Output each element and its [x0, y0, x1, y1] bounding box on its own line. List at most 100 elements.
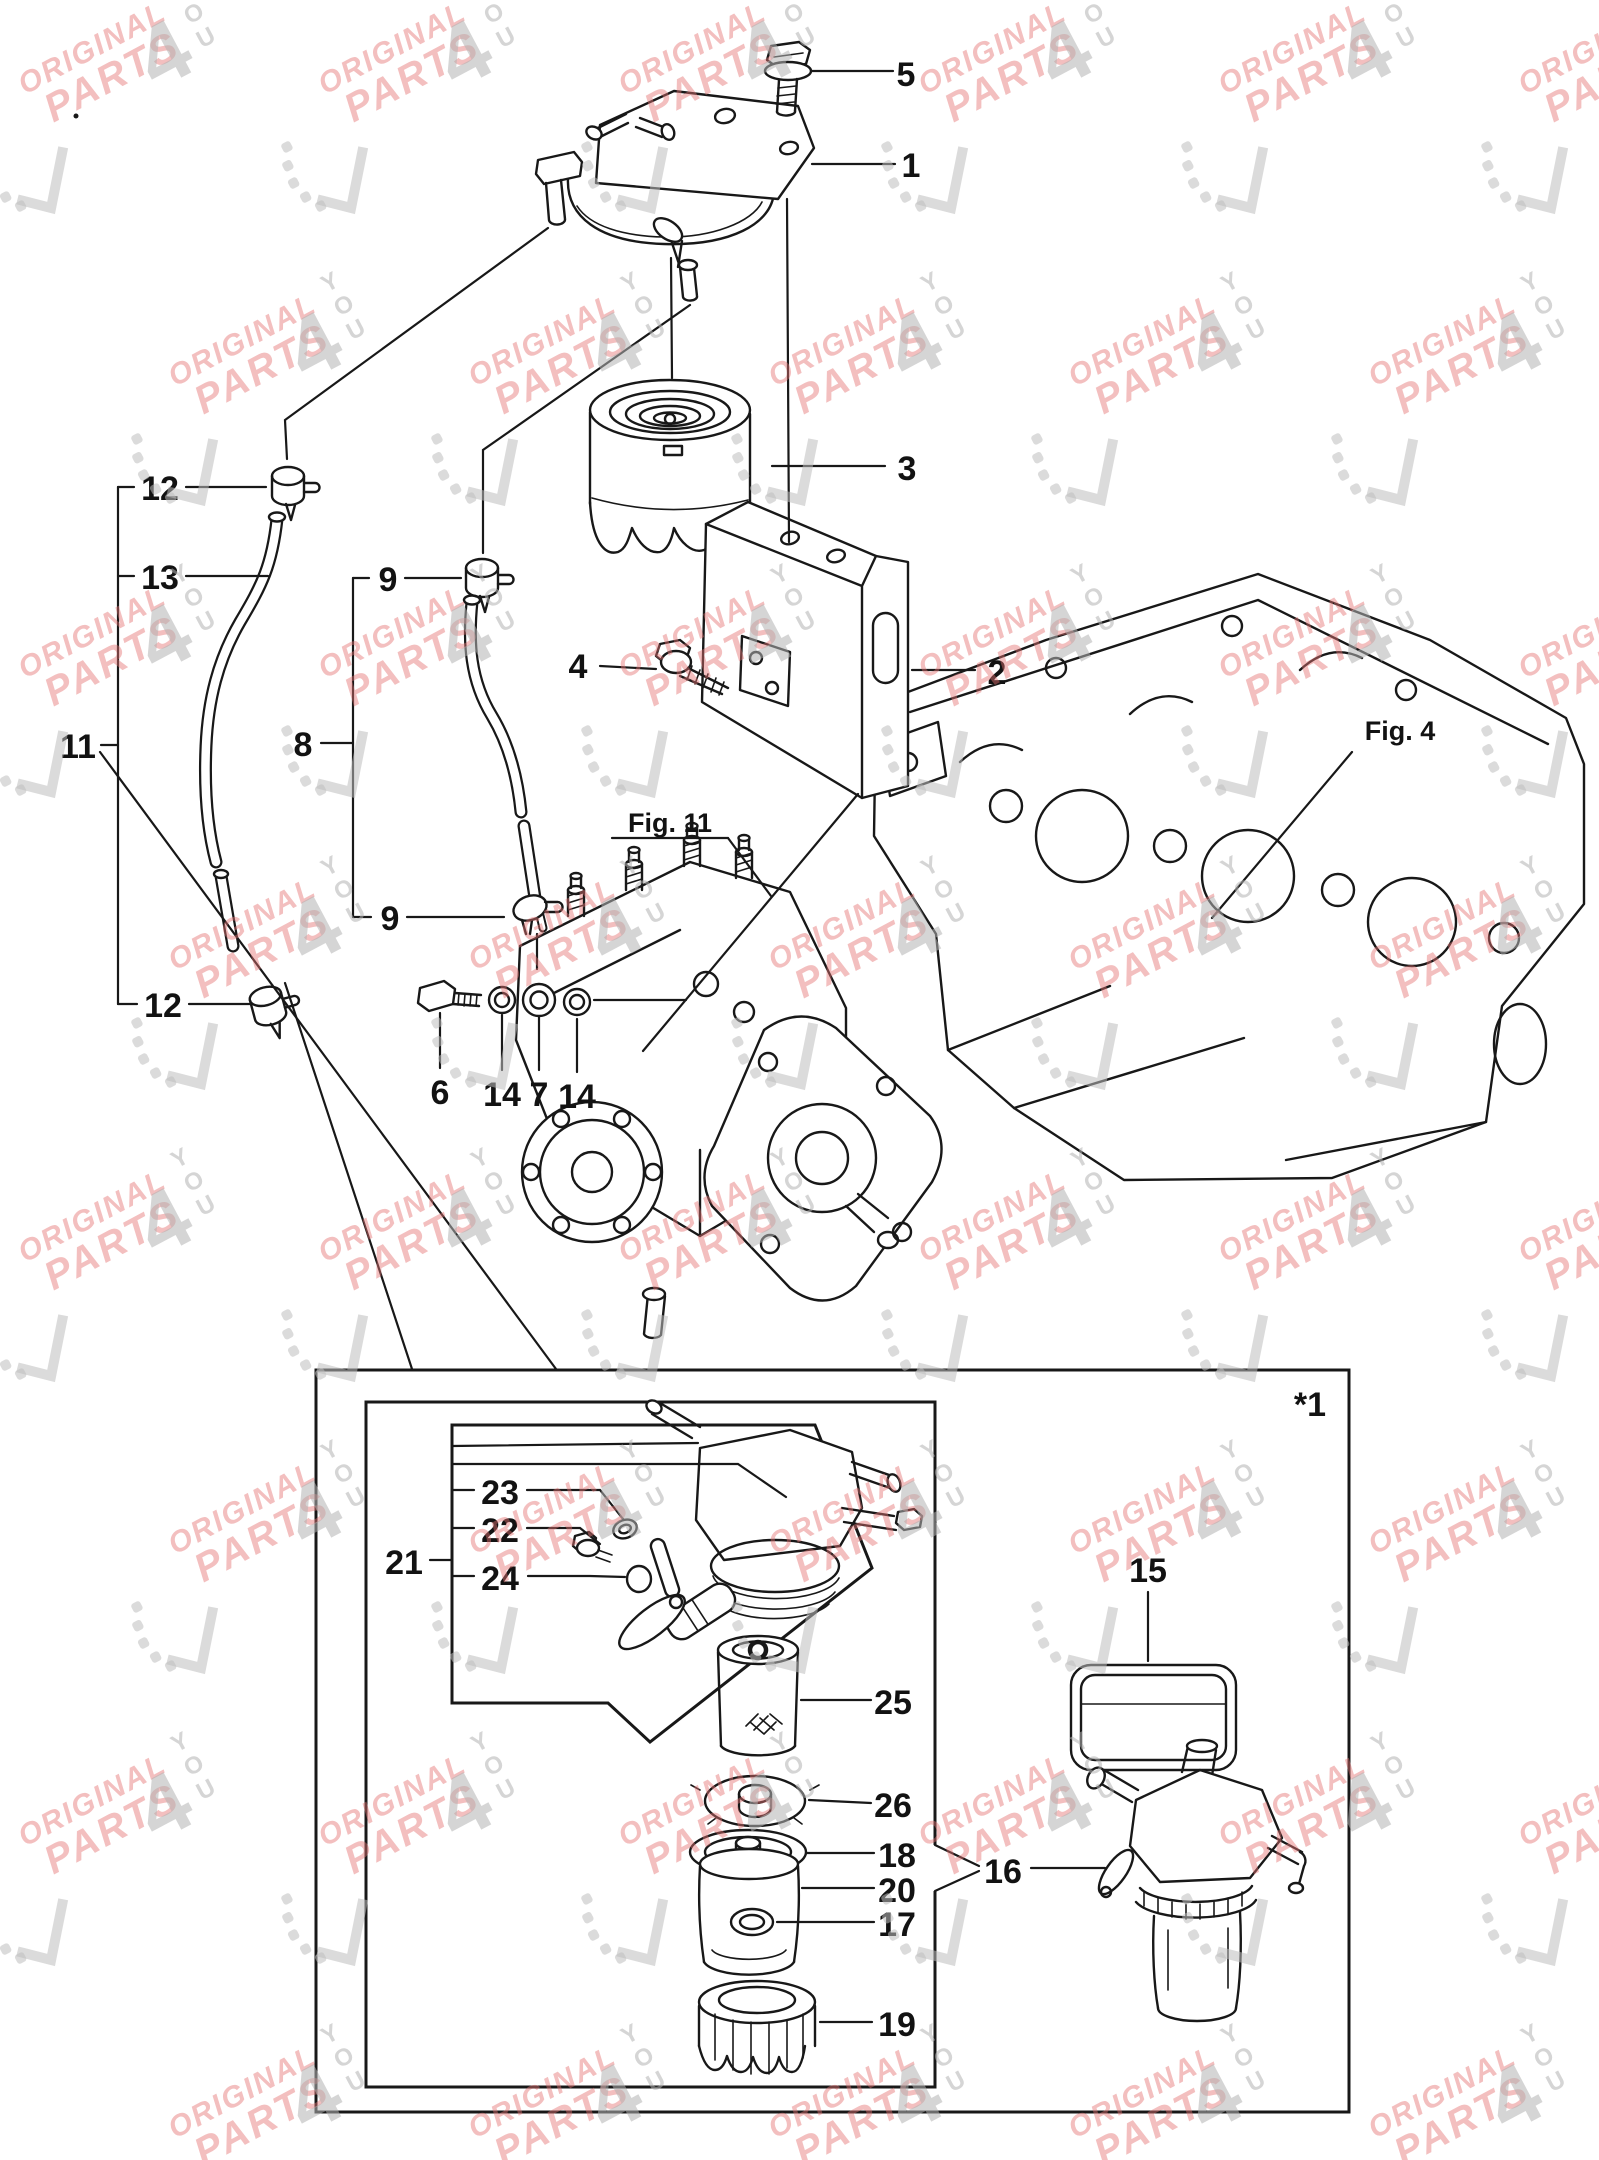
svg-text:U: U [1542, 2066, 1570, 2098]
callout-24: 24 [481, 1560, 519, 1598]
inset-variant-note: *1 [1294, 1386, 1326, 1424]
part-17-bowl-ring [729, 1907, 775, 1937]
callout-9: 9 [379, 561, 398, 599]
part-20-filter-bowl [698, 1847, 800, 1976]
callout-4: 4 [569, 648, 588, 686]
svg-text:U: U [1242, 2066, 1270, 2098]
svg-text:U: U [1542, 314, 1570, 346]
leader-line [450, 1462, 788, 1499]
svg-text:Y: Y [467, 0, 494, 6]
part-12-hose-clamp-lower [246, 978, 309, 1045]
svg-text:U: U [1392, 22, 1420, 54]
leader-line [933, 1843, 981, 1868]
leader-line [933, 1869, 981, 1893]
part-1-fuel-filter-assembly [534, 89, 816, 302]
callout-12: 12 [144, 987, 182, 1025]
scan-dot [73, 113, 79, 119]
part-6-joint-bolt [416, 979, 483, 1013]
leader-line [726, 836, 773, 898]
leader-line [526, 1574, 627, 1579]
callout-23: 23 [481, 1474, 519, 1512]
leader-line [450, 1441, 700, 1448]
callout-7: 7 [530, 1076, 549, 1114]
svg-text:U: U [1392, 1774, 1420, 1806]
callout-6: 6 [431, 1074, 450, 1112]
part-8-fuel-hose [462, 594, 548, 933]
svg-text:U: U [642, 314, 670, 346]
part-13-fuel-hose [198, 511, 287, 953]
part-9-joint-elbow [512, 894, 564, 936]
callout-8: 8 [294, 726, 313, 764]
leader-line [598, 664, 658, 671]
svg-text:U: U [492, 606, 520, 638]
svg-text:U: U [1092, 1190, 1120, 1222]
leader-line [641, 792, 860, 1053]
part-19-ring-nut [697, 1979, 817, 2075]
svg-text:U: U [1392, 1190, 1420, 1222]
svg-text:U: U [942, 314, 970, 346]
callout-25: 25 [874, 1684, 912, 1722]
inset-group-box [450, 1423, 874, 1744]
callout-9: 9 [381, 900, 400, 938]
svg-text:Y: Y [767, 0, 794, 6]
leader-line [785, 197, 791, 544]
svg-text:U: U [1542, 1482, 1570, 1514]
callout-20: 20 [878, 1872, 916, 1910]
part-fig11-injection-pump [514, 821, 943, 1340]
callout-16: 16 [984, 1853, 1022, 1891]
svg-text:U: U [1092, 22, 1120, 54]
leader-line [481, 303, 692, 555]
svg-text:U: U [1242, 314, 1270, 346]
leader-line [669, 256, 674, 380]
callout-18: 18 [878, 1837, 916, 1875]
svg-text:U: U [192, 1774, 220, 1806]
svg-text:U: U [192, 606, 220, 638]
leader-line [98, 750, 558, 1371]
svg-text:Y: Y [167, 0, 194, 6]
callout-13: 13 [141, 559, 179, 597]
svg-text:U: U [942, 1482, 970, 1514]
svg-text:U: U [1242, 1482, 1270, 1514]
part-16-fuel-filter-complete [1086, 1738, 1307, 2023]
leader-lines [98, 69, 1354, 2024]
callout-labels: Fig. 4 Fig. 11 *1 5132412131112989614714… [60, 56, 1435, 2044]
svg-text:Y: Y [1067, 0, 1094, 6]
svg-text:U: U [492, 22, 520, 54]
leader-line [807, 1798, 873, 1805]
diagram-line-art [73, 40, 1586, 2114]
part-3-filter-cartridge [588, 378, 753, 554]
inset-inner-box [364, 1400, 937, 2089]
callout-5: 5 [897, 56, 916, 94]
inset-outer-box [314, 1368, 1351, 2114]
svg-text:U: U [642, 2066, 670, 2098]
part-14-washer-2 [562, 987, 592, 1017]
callout-3: 3 [898, 450, 917, 488]
svg-text:U: U [492, 1190, 520, 1222]
leader-line [283, 981, 414, 1371]
fig-ref-11: Fig. 11 [628, 808, 712, 838]
